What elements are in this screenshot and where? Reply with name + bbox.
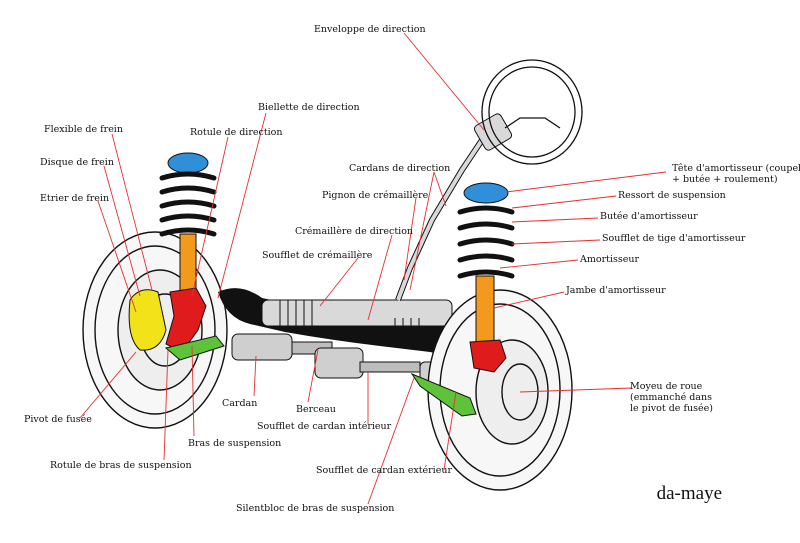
left-strut — [159, 152, 217, 299]
label-soufflet-tige-amortisseur: Soufflet de tige d'amortisseur — [602, 233, 746, 244]
label-pignon-cremaillere: Pignon de crémaillère — [322, 190, 429, 201]
left-knuckle — [165, 287, 207, 353]
label-enveloppe-direction: Enveloppe de direction — [314, 24, 426, 35]
left-control-arm — [164, 335, 225, 361]
label-pivot-fusee: Pivot de fusée — [24, 414, 92, 425]
label-butee-amortisseur: Butée d'amortisseur — [600, 211, 698, 222]
label-moyeu-line1: Moyeu de roue — [630, 381, 703, 392]
label-biellette-direction: Biellette de direction — [258, 102, 360, 113]
label-berceau: Berceau — [296, 404, 336, 415]
label-soufflet-cremaillere: Soufflet de crémaillère — [262, 250, 373, 261]
label-etrier-frein: Etrier de frein — [40, 193, 110, 204]
right-strut — [457, 182, 515, 343]
right-strut-top — [463, 182, 509, 204]
label-cardan: Cardan — [222, 398, 258, 409]
label-moyeu-line3: le pivot de fusée) — [630, 403, 713, 414]
label-rotule-bras-suspension: Rotule de bras de suspension — [50, 460, 192, 471]
steering-wheel — [481, 59, 583, 165]
label-tete-amortisseur-line2: + butée + roulement) — [672, 174, 778, 185]
right-wheel — [427, 289, 573, 491]
label-soufflet-cardan-interieur: Soufflet de cardan intérieur — [257, 421, 392, 432]
label-flexible-frein: Flexible de frein — [44, 124, 123, 135]
right-control-arm — [410, 372, 477, 417]
label-amortisseur: Amortisseur — [580, 254, 640, 265]
label-cardans-direction: Cardans de direction — [349, 163, 451, 174]
right-knuckle — [469, 339, 507, 373]
right-damper — [475, 275, 495, 343]
label-rotule-direction: Rotule de direction — [190, 127, 283, 138]
label-ressort-suspension: Ressort de suspension — [618, 190, 726, 201]
label-silentbloc-bras-suspension: Silentbloc de bras de suspension — [236, 503, 395, 514]
label-cremaillere-direction: Crémaillère de direction — [295, 226, 414, 237]
left-caliper — [128, 289, 167, 351]
left-strut-top — [167, 152, 209, 174]
label-moyeu-line2: (emmanché dans — [630, 392, 712, 403]
author-signature: da-maye — [656, 483, 722, 504]
label-tete-amortisseur-line1: Tête d'amortisseur (coupelle — [672, 163, 800, 174]
label-soufflet-cardan-exterieur: Soufflet de cardan extérieur — [316, 465, 453, 476]
steering-rack — [261, 299, 453, 340]
leader-lines — [79, 32, 667, 505]
label-bras-suspension: Bras de suspension — [188, 438, 282, 449]
label-disque-frein: Disque de frein — [40, 157, 114, 168]
label-jambe-amortisseur: Jambe d'amortisseur — [566, 285, 666, 296]
